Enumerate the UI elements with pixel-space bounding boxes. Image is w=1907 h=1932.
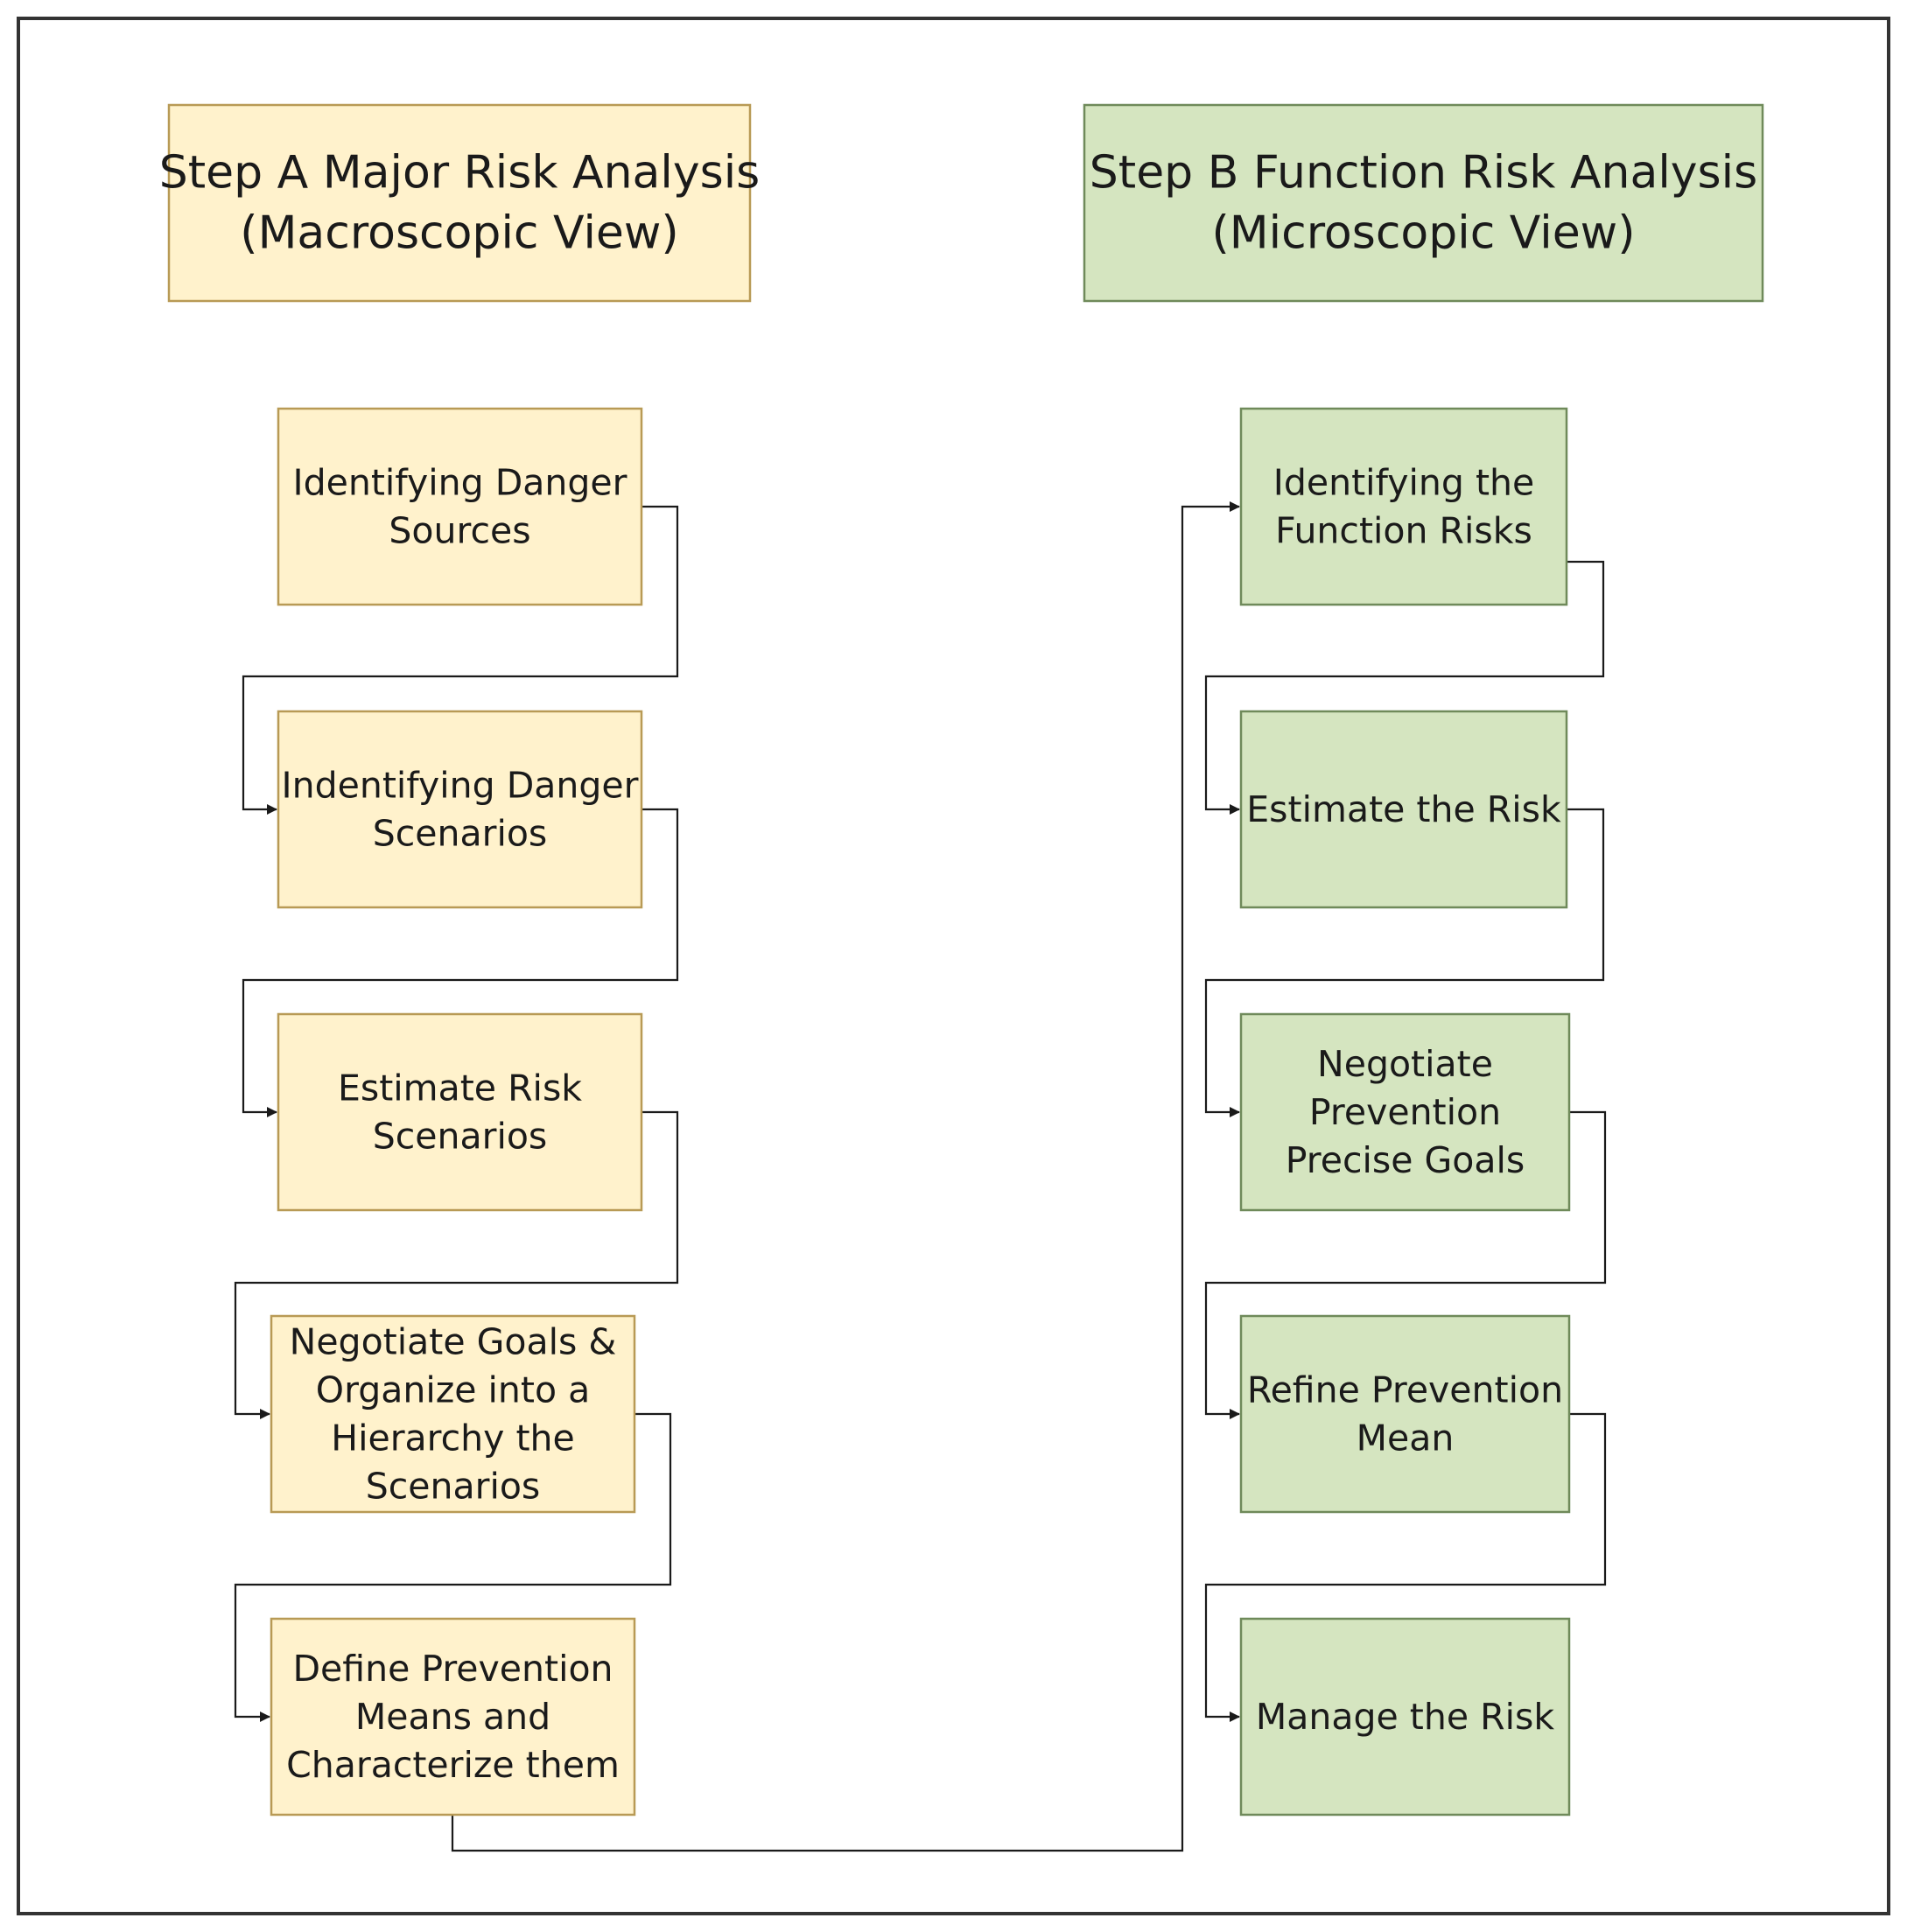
connector-a2-a3 [242, 808, 679, 1117]
negotiate-prevention-goals-box-label-line: Precise Goals [1286, 1139, 1525, 1181]
estimate-the-risk-box-label-line: Estimate the Risk [1246, 788, 1561, 830]
estimate-the-risk-box-shape [1239, 710, 1568, 909]
manage-the-risk-box: Manage the Risk [1239, 1617, 1571, 1816]
negotiate-prevention-goals-box-shape [1239, 1012, 1571, 1212]
negotiate-goals-box-label-line: Organize into a [316, 1369, 590, 1411]
define-prevention-means-box-shape [270, 1617, 636, 1816]
identify-function-risks-box-label-line: Identifying the [1273, 462, 1535, 504]
step-a-header-shape [167, 103, 752, 303]
refine-prevention-mean-box-label-line: Refine Prevention [1247, 1369, 1563, 1411]
refine-prevention-mean-box-label-line: Mean [1357, 1418, 1455, 1460]
estimate-risk-scenarios-box-label-line: Estimate Risk [338, 1068, 582, 1110]
negotiate-goals-box-label-line: Negotiate Goals & [290, 1321, 617, 1363]
danger-scenarios-box-label-line: Scenarios [373, 813, 548, 855]
danger-sources-box-label-line: Sources [389, 510, 530, 552]
negotiate-prevention-goals-box-label-line: Prevention [1309, 1091, 1501, 1133]
define-prevention-means-box-label-line: Means and [355, 1696, 550, 1738]
estimate-risk-scenarios-box-shape [277, 1012, 643, 1212]
negotiate-goals-box-label-line: Hierarchy the [331, 1418, 575, 1460]
refine-prevention-mean-box-shape [1239, 1314, 1571, 1514]
connector-a5-b1 [451, 501, 1240, 1852]
flow-connectors [234, 501, 1607, 1852]
step-b-header-label-line: Step B Function Risk Analysis [1090, 147, 1757, 200]
step-b-header-label-line: (Microscopic View) [1212, 207, 1636, 260]
negotiate-goals-box: Negotiate Goals & Organize into a Hierarch… [270, 1314, 636, 1514]
negotiate-goals-box-label-line: Scenarios [366, 1466, 541, 1508]
step-a-header-label-line: Step A Major Risk Analysis [159, 147, 761, 200]
connector-a1-a2 [242, 505, 679, 815]
manage-the-risk-box-label-line: Manage the Risk [1256, 1696, 1554, 1738]
connector-b4-b5 [1204, 1412, 1607, 1722]
danger-sources-box-shape [277, 407, 643, 606]
step-a-header: Step A Major Risk Analysis (Macroscopic V… [159, 103, 761, 303]
outer-frame [17, 17, 1890, 1915]
connector-a3-a4 [234, 1110, 679, 1419]
estimate-the-risk-box: Estimate the Risk [1239, 710, 1568, 909]
define-prevention-means-box-label-line: Define Prevention [292, 1648, 613, 1690]
define-prevention-means-box-label-line: Characterize them [286, 1744, 620, 1786]
danger-scenarios-box-shape [277, 710, 643, 909]
step-b-header-shape [1083, 103, 1764, 303]
negotiate-goals-box-shape [270, 1314, 636, 1514]
manage-the-risk-box-shape [1239, 1617, 1571, 1816]
danger-scenarios-box-label-line: Indentifying Danger [282, 765, 639, 807]
identify-function-risks-box-label-line: Function Risks [1275, 510, 1532, 552]
connector-a4-a5 [234, 1412, 672, 1722]
estimate-risk-scenarios-box-label-line: Scenarios [373, 1116, 548, 1158]
identify-function-risks-box-shape [1239, 407, 1568, 606]
connector-b2-b3 [1204, 808, 1605, 1117]
flow-boxes: Step A Major Risk Analysis (Macroscopic V… [159, 103, 1764, 1816]
negotiate-prevention-goals-box-label-line: Negotiate [1317, 1043, 1493, 1085]
connector-b1-b2 [1204, 560, 1605, 815]
step-a-header-label-line: (Macroscopic View) [240, 207, 678, 260]
connector-b3-b4 [1204, 1110, 1607, 1419]
danger-sources-box-label-line: Identifying Danger [293, 462, 627, 504]
step-b-header: Step B Function Risk Analysis (Microscopi… [1083, 103, 1764, 303]
